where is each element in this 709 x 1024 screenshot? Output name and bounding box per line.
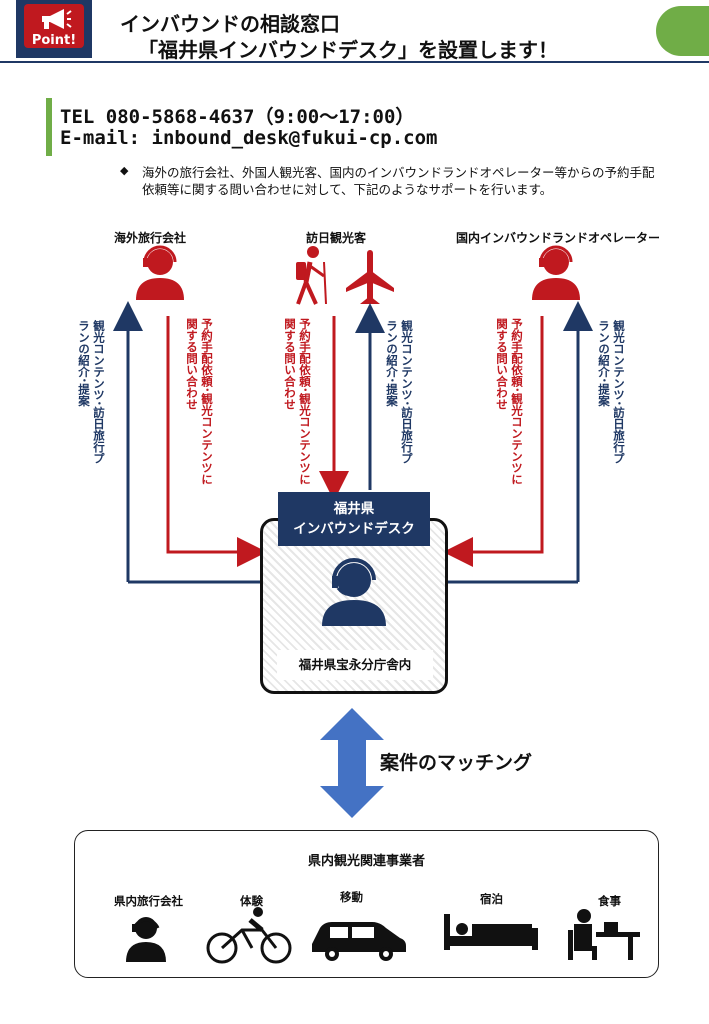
page-title-line2: 「福井県インバウンドデスク」を設置します！ xyxy=(138,38,558,62)
operator-headset-icon xyxy=(532,245,580,300)
desk-title-line2: インバウンドデスク xyxy=(293,521,415,537)
green-tab-decoration xyxy=(656,6,709,56)
flow-label-inquiry: 予約手配依頼･観光コンテンツに関する問い合わせ xyxy=(283,318,312,485)
hiker-icon xyxy=(296,246,327,305)
local-businesses-title: 県内観光関連事業者 xyxy=(307,854,425,869)
matching-double-arrow xyxy=(320,708,384,818)
cyclist-icon xyxy=(206,907,292,964)
operator-headset-icon xyxy=(136,245,184,300)
business-label-lodging: 宿泊 xyxy=(480,892,503,906)
description-text: 海外の旅行会社、外国人観光客、国内のインバウンドランドオペレーター等からの予約手… xyxy=(142,165,655,197)
business-label-dining: 食事 xyxy=(598,894,621,908)
point-badge-inner xyxy=(24,4,84,48)
desk-location: 福井県宝永分庁舎内 xyxy=(277,650,433,680)
actor-overseas-agency-label: 海外旅行会社 xyxy=(114,231,187,245)
airplane-icon xyxy=(346,250,394,304)
desk-title-line1: 福井県 xyxy=(333,501,375,517)
car-icon xyxy=(312,922,406,961)
flow-label-proposal: 観光コンテンツ･訪日旅行プランの紹介･提案 xyxy=(77,320,106,464)
matching-label: 案件のマッチング xyxy=(380,752,533,774)
local-businesses-box xyxy=(74,830,659,978)
flow-label-proposal: 観光コンテンツ･訪日旅行プランの紹介･提案 xyxy=(597,320,626,464)
page-title-line1: インバウンドの相談窓口 xyxy=(120,12,340,36)
business-label-experience: 体験 xyxy=(240,894,263,908)
operator-headset-icon xyxy=(126,917,166,962)
actor-land-operator-label: 国内インバウンドランドオペレーター xyxy=(456,231,661,245)
contact-accent-bar xyxy=(46,98,52,156)
point-badge-label: Point! xyxy=(31,33,77,48)
flow-label-inquiry: 予約手配依頼･観光コンテンツに関する問い合わせ xyxy=(185,318,214,485)
inbound-desk-title: 福井県 インバウンドデスク xyxy=(278,492,430,546)
contact-tel: TEL 080-5868-4637（9:00～17:00） xyxy=(60,106,415,128)
contact-email[interactable]: E-mail: inbound_desk@fukui-cp.com xyxy=(60,127,438,149)
header-rule xyxy=(0,61,709,63)
business-label-travel-agency: 県内旅行会社 xyxy=(114,894,183,908)
dining-icon xyxy=(568,909,640,960)
flow-label-inquiry: 予約手配依頼･観光コンテンツに関する問い合わせ xyxy=(495,318,524,485)
actor-tourists-label: 訪日観光客 xyxy=(306,231,367,245)
bed-icon xyxy=(444,914,538,950)
desk-operator-icon xyxy=(322,558,386,626)
business-label-transport: 移動 xyxy=(340,890,363,904)
flow-label-proposal: 観光コンテンツ･訪日旅行プランの紹介･提案 xyxy=(385,320,414,464)
bullet-icon: ◆ xyxy=(120,164,129,177)
megaphone-icon xyxy=(42,9,72,29)
